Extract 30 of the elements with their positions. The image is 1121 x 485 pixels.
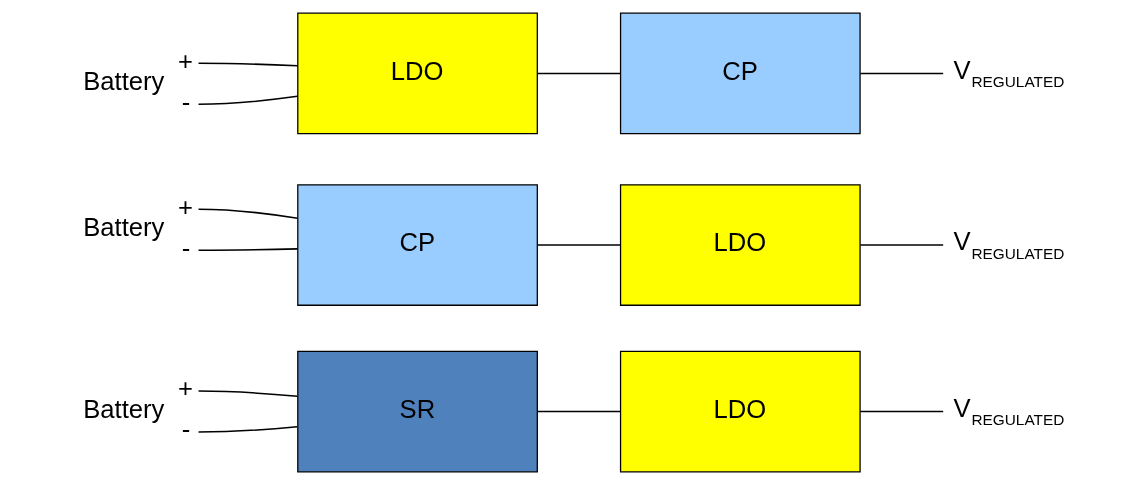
node-label: - — [181, 87, 190, 116]
connector — [197, 208, 298, 220]
node-box: SR — [296, 350, 538, 473]
node-text: Battery — [82, 213, 164, 242]
connector — [197, 248, 298, 251]
node-text: V$_{REGULATED}$ — [953, 227, 1064, 262]
node-box: CP — [619, 12, 861, 135]
node-label: - — [181, 233, 190, 262]
connector — [536, 244, 621, 246]
node-text: Battery — [82, 394, 164, 423]
node-box: LDO — [619, 184, 861, 306]
connector — [536, 72, 621, 75]
connector — [197, 62, 298, 67]
node-label: - — [181, 415, 190, 444]
connector — [859, 72, 944, 75]
connector — [859, 244, 944, 246]
connector — [859, 410, 944, 413]
node-box: LDO — [296, 12, 538, 135]
node-label: + — [177, 46, 193, 75]
node-text: V$_{REGULATED}$ — [953, 55, 1064, 91]
node-box: CP — [296, 184, 538, 306]
node-label: + — [177, 192, 193, 221]
connector — [197, 426, 298, 433]
connector — [536, 410, 621, 413]
connector — [197, 95, 298, 105]
node-text: V$_{REGULATED}$ — [953, 393, 1064, 429]
node-box: LDO — [619, 350, 861, 473]
connector — [197, 390, 298, 398]
node-label: + — [177, 374, 193, 403]
node-text: Battery — [82, 67, 164, 96]
